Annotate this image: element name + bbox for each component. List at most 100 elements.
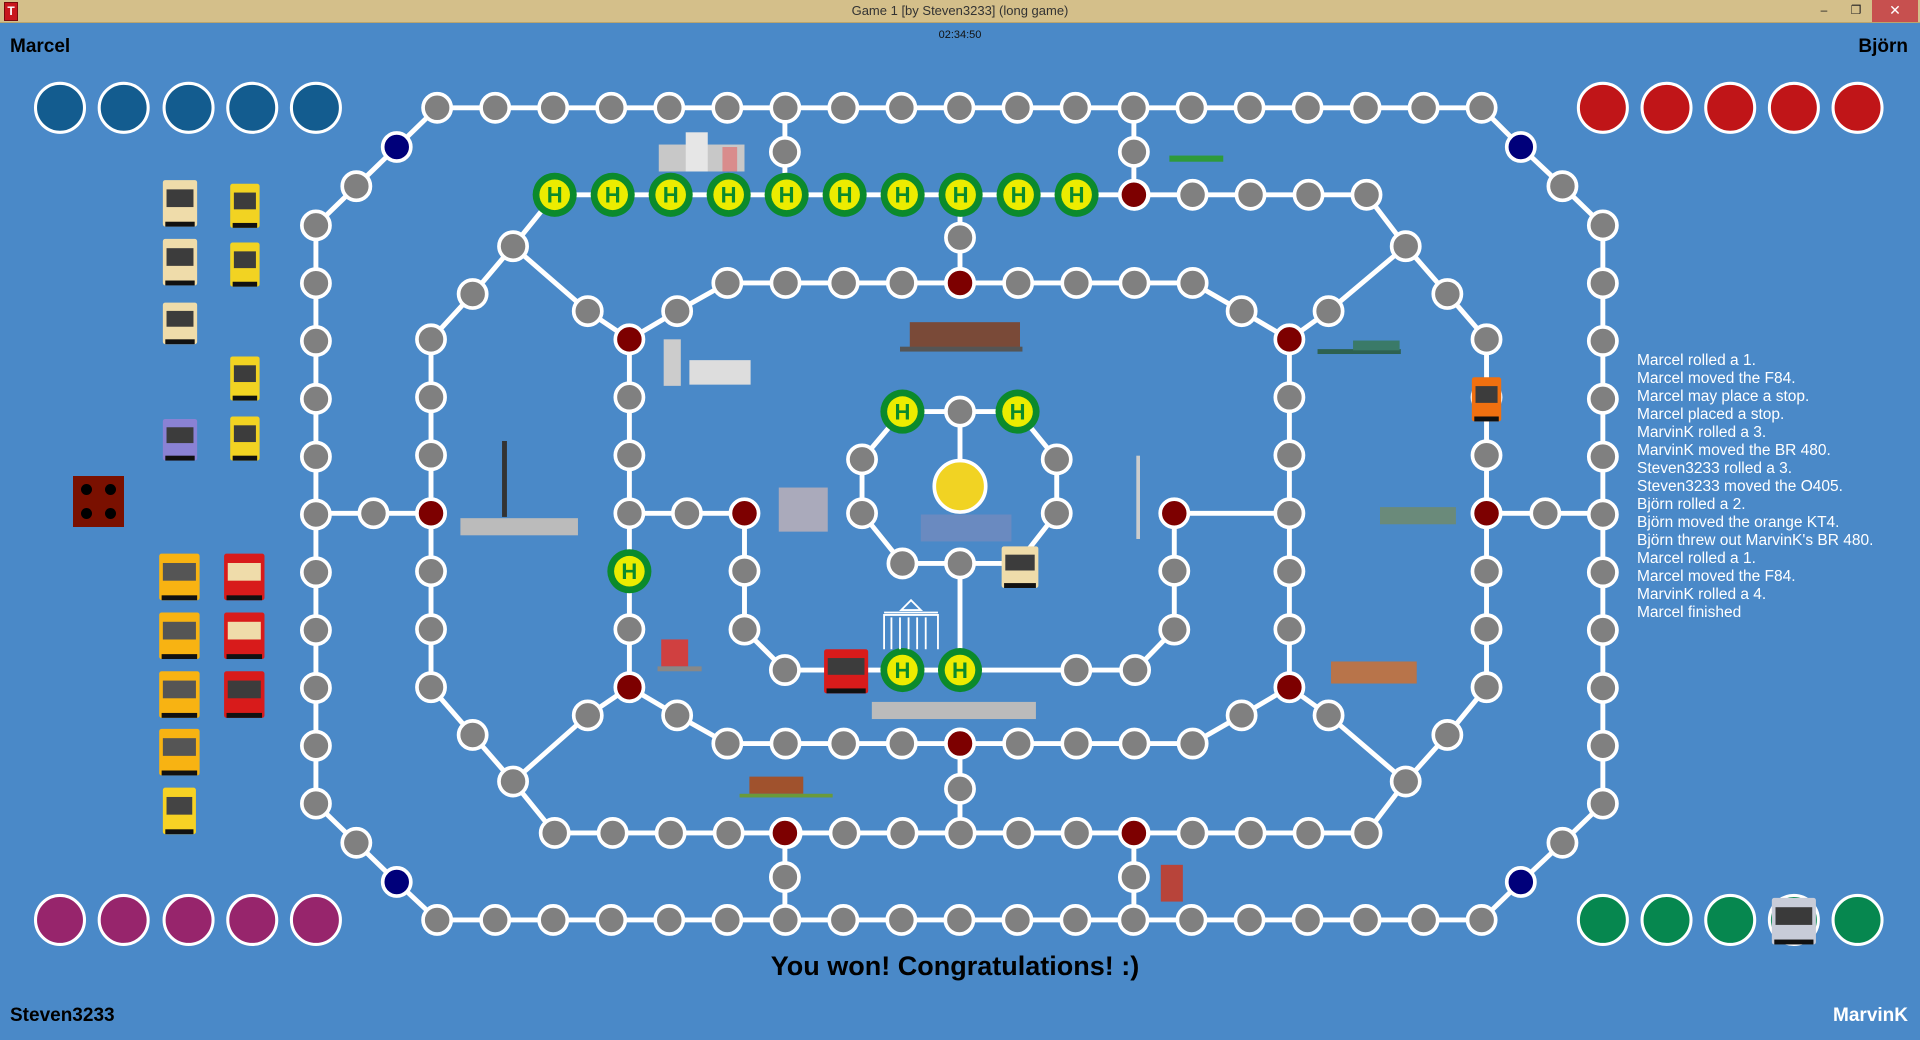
board-node[interactable] xyxy=(613,439,646,472)
board-node[interactable] xyxy=(300,729,332,762)
board-node[interactable] xyxy=(1470,497,1503,530)
board-node[interactable] xyxy=(1586,440,1619,473)
board-node[interactable] xyxy=(1291,904,1324,936)
ubahn-f84-icon[interactable] xyxy=(162,787,196,835)
tram-icon[interactable] xyxy=(230,183,260,228)
board-node[interactable] xyxy=(711,727,744,760)
sbahn-icon[interactable] xyxy=(224,671,265,718)
stop-node[interactable]: H xyxy=(764,172,809,217)
board-node[interactable] xyxy=(1060,654,1093,686)
board-node[interactable] xyxy=(1389,230,1422,263)
board-node[interactable] xyxy=(1349,904,1382,936)
board-node[interactable] xyxy=(1431,719,1464,751)
board-node[interactable] xyxy=(827,267,860,299)
stop-node[interactable]: H xyxy=(1054,172,1099,217)
bus-purple-icon[interactable] xyxy=(162,418,198,461)
board-node[interactable] xyxy=(1176,817,1209,849)
board-node[interactable] xyxy=(497,765,529,798)
board-node[interactable] xyxy=(1176,727,1209,760)
board-node[interactable] xyxy=(613,671,646,704)
board-node[interactable] xyxy=(943,91,976,124)
board-node[interactable] xyxy=(1291,91,1324,124)
board-node[interactable] xyxy=(1586,209,1619,242)
home-slot-bjorn[interactable] xyxy=(1704,81,1757,134)
board-node[interactable] xyxy=(300,267,332,300)
board-node[interactable] xyxy=(1233,91,1266,124)
board-node[interactable] xyxy=(1158,497,1191,530)
board-node[interactable] xyxy=(1312,699,1345,732)
board-node[interactable] xyxy=(1465,91,1498,124)
ubahn-icon[interactable] xyxy=(159,728,200,776)
board-node[interactable] xyxy=(415,381,447,414)
home-slot-marcel[interactable] xyxy=(162,81,215,134)
board-node[interactable] xyxy=(1001,904,1034,936)
board-node[interactable] xyxy=(1273,555,1306,588)
board-node[interactable] xyxy=(1117,178,1150,211)
stop-node[interactable]: H xyxy=(607,549,652,594)
board-node[interactable] xyxy=(1389,765,1422,798)
board-node[interactable] xyxy=(596,817,629,849)
stop-node[interactable]: H xyxy=(880,389,925,434)
board-node[interactable] xyxy=(944,727,976,760)
board-node[interactable] xyxy=(1117,904,1150,936)
board-node[interactable] xyxy=(300,614,332,647)
home-slot-steven3233[interactable] xyxy=(162,893,215,946)
board-node[interactable] xyxy=(769,267,802,299)
board-node[interactable] xyxy=(1470,323,1503,356)
board-node[interactable] xyxy=(1060,267,1093,299)
board-node[interactable] xyxy=(421,904,454,936)
tram-icon[interactable] xyxy=(230,416,260,461)
board-node[interactable] xyxy=(711,904,744,936)
board-node[interactable] xyxy=(711,91,744,124)
board-node[interactable] xyxy=(1312,295,1345,328)
board-node[interactable] xyxy=(1175,91,1208,124)
board-node[interactable] xyxy=(653,91,686,124)
home-slot-bjorn[interactable] xyxy=(1576,81,1629,134)
board-node[interactable] xyxy=(661,295,694,328)
bus-double-decker-icon[interactable] xyxy=(162,180,198,227)
board-node[interactable] xyxy=(1273,671,1306,704)
board-node[interactable] xyxy=(1234,817,1267,849)
board-node[interactable] xyxy=(300,556,332,589)
board-node[interactable] xyxy=(1225,699,1258,732)
board-node[interactable] xyxy=(613,323,646,356)
board-node[interactable] xyxy=(1117,861,1150,894)
board-node[interactable] xyxy=(1504,131,1537,163)
home-slot-marvink[interactable] xyxy=(1576,893,1629,946)
board-node[interactable] xyxy=(497,230,529,263)
board-node[interactable] xyxy=(728,613,761,646)
home-slot-marvink[interactable] xyxy=(1640,893,1693,946)
board-node[interactable] xyxy=(1002,727,1035,760)
board-node[interactable] xyxy=(769,91,802,124)
board-node[interactable] xyxy=(1225,295,1258,328)
board-node[interactable] xyxy=(827,91,860,124)
bus-icon[interactable] xyxy=(162,302,198,345)
board-node[interactable] xyxy=(1118,267,1151,299)
ubahn-icon[interactable] xyxy=(159,671,200,718)
board-node[interactable] xyxy=(415,497,447,530)
sbahn-br480-icon[interactable] xyxy=(824,649,869,694)
home-slot-steven3233[interactable] xyxy=(97,893,150,946)
home-slot-marcel[interactable] xyxy=(226,81,279,134)
board-node[interactable] xyxy=(885,727,918,760)
board-node[interactable] xyxy=(886,817,919,849)
stop-node[interactable]: H xyxy=(938,172,983,217)
board-node[interactable] xyxy=(944,772,976,805)
board-node[interactable] xyxy=(1273,323,1306,356)
board-node[interactable] xyxy=(1001,91,1034,124)
board-node[interactable] xyxy=(479,904,512,936)
home-slot-marcel[interactable] xyxy=(33,81,87,134)
board-node[interactable] xyxy=(1586,382,1619,415)
board-node[interactable] xyxy=(1431,278,1464,310)
ubahn-icon[interactable] xyxy=(159,612,200,660)
board-node[interactable] xyxy=(653,904,686,936)
board-node[interactable] xyxy=(711,267,744,299)
board-node[interactable] xyxy=(613,613,646,646)
board-node[interactable] xyxy=(886,547,919,580)
sbahn-br480-home-icon[interactable] xyxy=(1771,897,1816,945)
board-node[interactable] xyxy=(300,498,332,531)
board-node[interactable] xyxy=(1407,91,1440,124)
home-slot-bjorn[interactable] xyxy=(1767,81,1820,134)
board-node[interactable] xyxy=(1546,170,1579,203)
board-node[interactable] xyxy=(1060,727,1093,760)
